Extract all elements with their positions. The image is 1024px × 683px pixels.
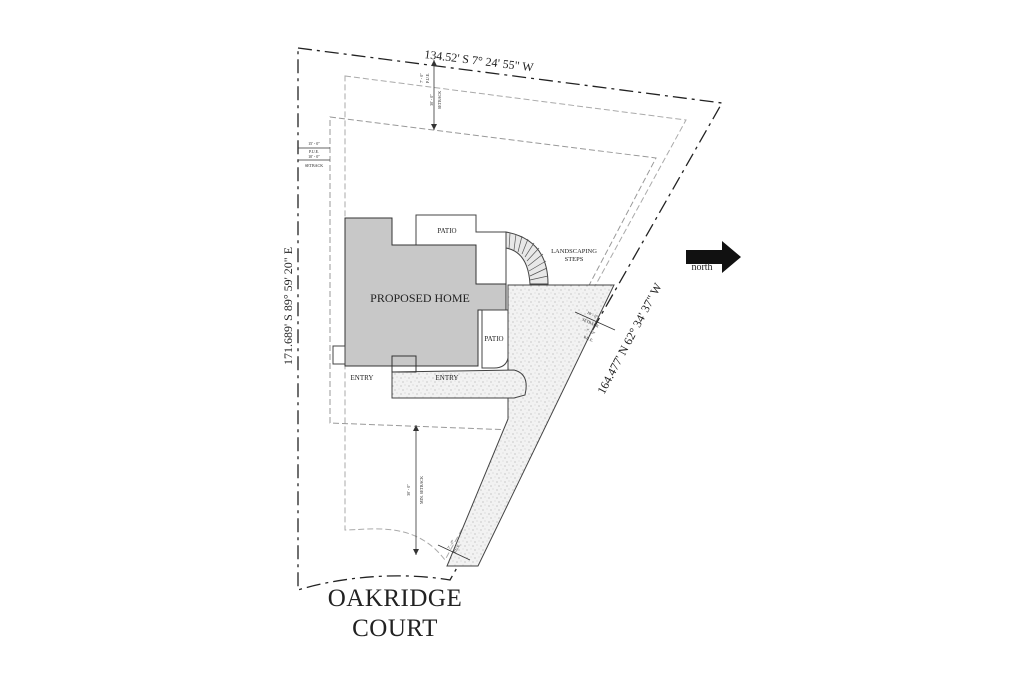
- left-setback-value: 10' - 0": [308, 154, 320, 159]
- left-pue-label: P.U.E.: [309, 149, 319, 154]
- patio-right-label: PATIO: [484, 335, 503, 343]
- street-name: OAKRIDGE COURT: [300, 584, 490, 644]
- step-lines: [508, 232, 549, 281]
- landscaping-steps: [505, 231, 549, 285]
- entry-front-label: ENTRY: [436, 374, 459, 382]
- left-setback-label: SETBACK: [305, 163, 323, 168]
- bearing-top: 134.52' S 7° 24' 55" W: [424, 47, 535, 74]
- entry-left: [332, 345, 346, 365]
- pue-line: [344, 75, 687, 561]
- landscaping-label-2: STEPS: [565, 256, 584, 263]
- front-setback-value: 30' - 0": [406, 484, 411, 496]
- dimension-lines: [298, 60, 616, 561]
- top-setback-value: 30' - 0": [429, 94, 434, 106]
- right-setback-value: 10' - 0": [586, 310, 599, 320]
- right-pue-value: 7' - 0": [585, 327, 596, 336]
- driveway: [446, 284, 615, 567]
- patio-right: [481, 309, 509, 369]
- proposed-home: [344, 217, 507, 367]
- north-label: north: [691, 262, 712, 273]
- property-line: [297, 47, 724, 591]
- patio-top-label: PATIO: [437, 227, 456, 235]
- bottom-pue-label: P.U.E.: [452, 543, 461, 554]
- entry-front: [391, 355, 417, 373]
- top-pue-label: P.U.E.: [425, 73, 430, 83]
- entry-left-label: ENTRY: [351, 374, 374, 382]
- right-pue-label: P.U.E.: [583, 334, 594, 343]
- top-pue-value: 7' - 0": [419, 73, 424, 83]
- landscaping-label-1: LANDSCAPING: [551, 248, 597, 255]
- left-pue-value: 15' - 0": [308, 141, 320, 146]
- front-walkway: [391, 369, 527, 399]
- front-setback-label: MIN. SETBACK: [419, 476, 424, 504]
- home-label: PROPOSED HOME: [370, 291, 470, 305]
- bottom-pue-value: 7' - 0": [446, 538, 455, 549]
- north-arrow-icon: [686, 241, 741, 273]
- street-name-line-2: COURT: [352, 615, 438, 642]
- dimension-arrows: [413, 60, 437, 555]
- street-name-line-1: OAKRIDGE: [327, 585, 463, 612]
- top-setback-label: SETBACK: [437, 91, 442, 109]
- bearing-left: 171.689' S 89° 59' 20" E: [281, 247, 295, 365]
